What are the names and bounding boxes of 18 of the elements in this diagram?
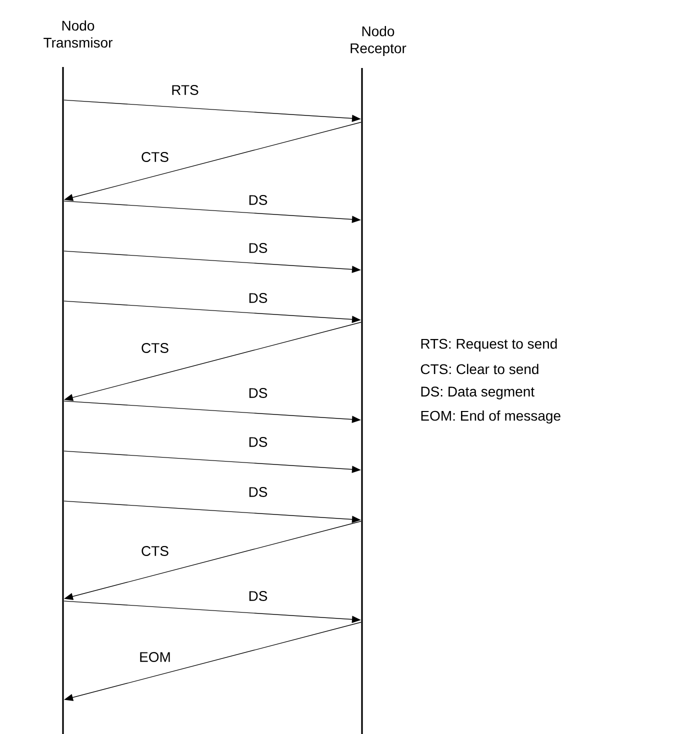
abbreviation-note: RTS: Request to send (421, 338, 557, 352)
participant-label: Nodo Receptor (350, 26, 406, 56)
abbreviation-note: EOM: End of message (421, 410, 560, 424)
edge-label: EOM (138, 651, 172, 663)
edge-label: CTS (140, 545, 170, 557)
edge-label: RTS (170, 84, 200, 96)
edge-label: CTS (140, 342, 170, 354)
edge-label: DS (247, 486, 269, 498)
edge-label: DS (247, 194, 269, 206)
abbreviation-note: DS: Data segment (421, 386, 534, 400)
edge-label: DS (247, 387, 269, 399)
edge-label: DS (247, 292, 269, 304)
participant-label: Nodo Transmisor (44, 20, 112, 48)
edge-label: DS (247, 436, 269, 448)
edge-label: DS (247, 242, 269, 254)
abbreviation-note: CTS: Clear to send (420, 364, 538, 374)
edge-label: CTS (140, 151, 170, 163)
edge-label: DS (247, 590, 269, 602)
